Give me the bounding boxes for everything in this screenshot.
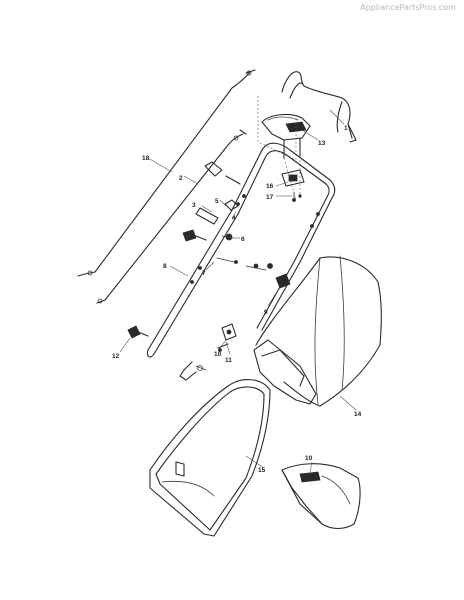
callout-9: 9 — [264, 309, 268, 316]
callout-8: 8 — [163, 263, 167, 270]
callout-15: 15 — [258, 467, 266, 474]
callout-2: 2 — [179, 175, 183, 182]
callout-17: 17 — [266, 194, 274, 201]
callout-13: 13 — [318, 140, 326, 147]
discharge-chute[interactable] — [281, 463, 361, 530]
handle-knob-left[interactable] — [182, 229, 233, 242]
callout-10b: 10 — [305, 455, 313, 462]
callout-16: 16 — [266, 183, 274, 190]
handle-mount-bracket[interactable] — [217, 323, 237, 352]
control-cable-long[interactable] — [77, 69, 256, 277]
handle-bracket[interactable] — [281, 169, 305, 202]
callout-7: 7 — [202, 270, 206, 277]
callout-4: 4 — [232, 215, 236, 222]
control-box[interactable] — [261, 113, 311, 159]
callout-12: 12 — [112, 353, 120, 360]
grass-bag-frame[interactable] — [149, 379, 271, 537]
leader-lines — [119, 109, 357, 473]
watermark: AppliancePartsPros.com — [360, 3, 456, 12]
callout-5: 5 — [215, 198, 219, 205]
callout-6: 6 — [241, 236, 245, 243]
lower-handle-left[interactable] — [146, 209, 239, 358]
callout-18: 18 — [142, 155, 150, 162]
grass-bag[interactable] — [253, 255, 382, 407]
callout-10a: 10 — [214, 351, 222, 358]
bail-handle[interactable] — [281, 71, 357, 143]
handle-knob-12[interactable] — [127, 325, 149, 339]
upper-handle-frame[interactable] — [231, 142, 336, 263]
callout-14: 14 — [354, 411, 362, 418]
handle-ends[interactable] — [179, 361, 207, 381]
callout-1: 1 — [344, 125, 348, 132]
carriage-bolt[interactable] — [216, 257, 238, 264]
callout-11: 11 — [225, 357, 232, 364]
cable-guide[interactable] — [195, 161, 241, 225]
callout-3: 3 — [192, 202, 196, 209]
lower-handle-right[interactable] — [245, 259, 301, 331]
control-cable-short[interactable] — [96, 129, 247, 304]
handle-knob-right[interactable] — [267, 263, 291, 289]
